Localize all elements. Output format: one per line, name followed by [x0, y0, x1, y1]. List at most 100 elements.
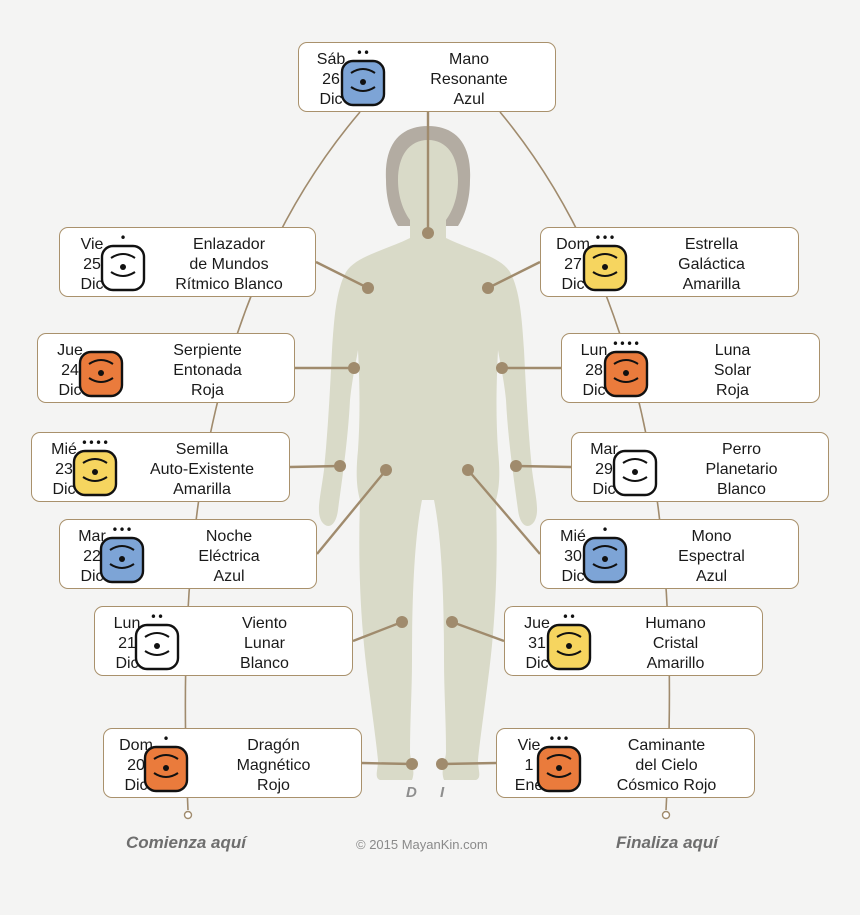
- name-line: Resonante: [430, 71, 508, 88]
- name-line: del Cielo: [635, 757, 698, 774]
- tone-dots: ••: [356, 47, 370, 60]
- name-line: de Mundos: [189, 256, 269, 273]
- date-day: Jue: [57, 342, 83, 359]
- start-marker: [183, 810, 193, 820]
- name-line: Roja: [191, 382, 224, 399]
- name-line: Enlazador: [192, 236, 266, 253]
- start-label: Comienza aquí: [126, 833, 246, 852]
- connector-6: [515, 464, 572, 469]
- date-mon: Dic: [80, 568, 104, 585]
- tone-dots: •: [601, 524, 608, 537]
- leg-label-d: D: [406, 784, 417, 801]
- date-mon: Dic: [52, 481, 76, 498]
- connector-2: [487, 260, 541, 290]
- date-num: 24: [61, 362, 79, 379]
- body-point-6: [510, 460, 522, 472]
- connector-10: [451, 620, 505, 643]
- leg-label-i: I: [440, 784, 445, 801]
- date-num: 21: [118, 635, 136, 652]
- glyph-icon: ••••: [603, 338, 649, 398]
- glyph-icon: ••: [546, 611, 592, 671]
- date-day: Vie: [80, 236, 104, 253]
- tone-dots: ••: [562, 611, 576, 624]
- name-line: Roja: [716, 382, 749, 399]
- name-line: Blanco: [717, 481, 766, 498]
- body-point-7: [380, 464, 392, 476]
- connector-9: [352, 620, 403, 643]
- date-num: 26: [322, 71, 340, 88]
- date-mon: Dic: [592, 481, 616, 498]
- body-point-12: [436, 758, 448, 770]
- name-line: Azul: [695, 568, 728, 585]
- date-day: Lun: [580, 342, 608, 359]
- date-mon: Ene: [514, 777, 544, 794]
- name-line: Cristal: [652, 635, 699, 652]
- body-point-2: [482, 282, 494, 294]
- date-day: Mar: [590, 441, 618, 458]
- glyph-icon: •••: [99, 524, 145, 584]
- date-mon: Dic: [124, 777, 148, 794]
- connector-5: [289, 464, 341, 469]
- date-day: Vie: [517, 737, 541, 754]
- glyph-icon: [78, 350, 124, 398]
- date-day: Mar: [78, 528, 106, 545]
- body-point-3: [348, 362, 360, 374]
- name-line: Solar: [713, 362, 752, 379]
- name-line: Rítmico Blanco: [175, 276, 283, 293]
- date-mon: Dic: [319, 91, 343, 108]
- name-line: Amarilla: [173, 481, 231, 498]
- name-line: Azul: [453, 91, 485, 108]
- connector-11: [361, 761, 413, 766]
- tone-dots: ••: [150, 611, 164, 624]
- date-day: Sáb: [316, 51, 346, 68]
- tone-dots: •: [119, 232, 126, 245]
- body-point-8: [462, 464, 474, 476]
- glyph-icon: ••••: [72, 437, 118, 497]
- connector-1: [315, 260, 369, 290]
- date-day: Dom: [556, 236, 590, 253]
- date-num: 1: [524, 757, 534, 774]
- date-day: Dom: [119, 737, 153, 754]
- name-line: Mono: [691, 528, 732, 545]
- date-day: Jue: [524, 615, 550, 632]
- body-point-11: [406, 758, 418, 770]
- connector-12: [441, 761, 497, 766]
- name-line: Planetario: [705, 461, 778, 478]
- date-day: Lun: [113, 615, 141, 632]
- end-label: Finaliza aquí: [616, 833, 719, 852]
- body-point-10: [446, 616, 458, 628]
- connector-7: [316, 469, 387, 555]
- name-line: Luna: [714, 342, 751, 359]
- body-point-9: [396, 616, 408, 628]
- name-line: Blanco: [240, 655, 289, 672]
- name-line: Magnético: [236, 757, 311, 774]
- glyph-icon: •: [582, 524, 628, 584]
- date-mon: Dic: [582, 382, 606, 399]
- name-line: Serpiente: [173, 342, 242, 359]
- body-point-0: [422, 227, 434, 239]
- date-num: 28: [585, 362, 603, 379]
- name-line: Eléctrica: [198, 548, 260, 565]
- date-mon: Dic: [115, 655, 139, 672]
